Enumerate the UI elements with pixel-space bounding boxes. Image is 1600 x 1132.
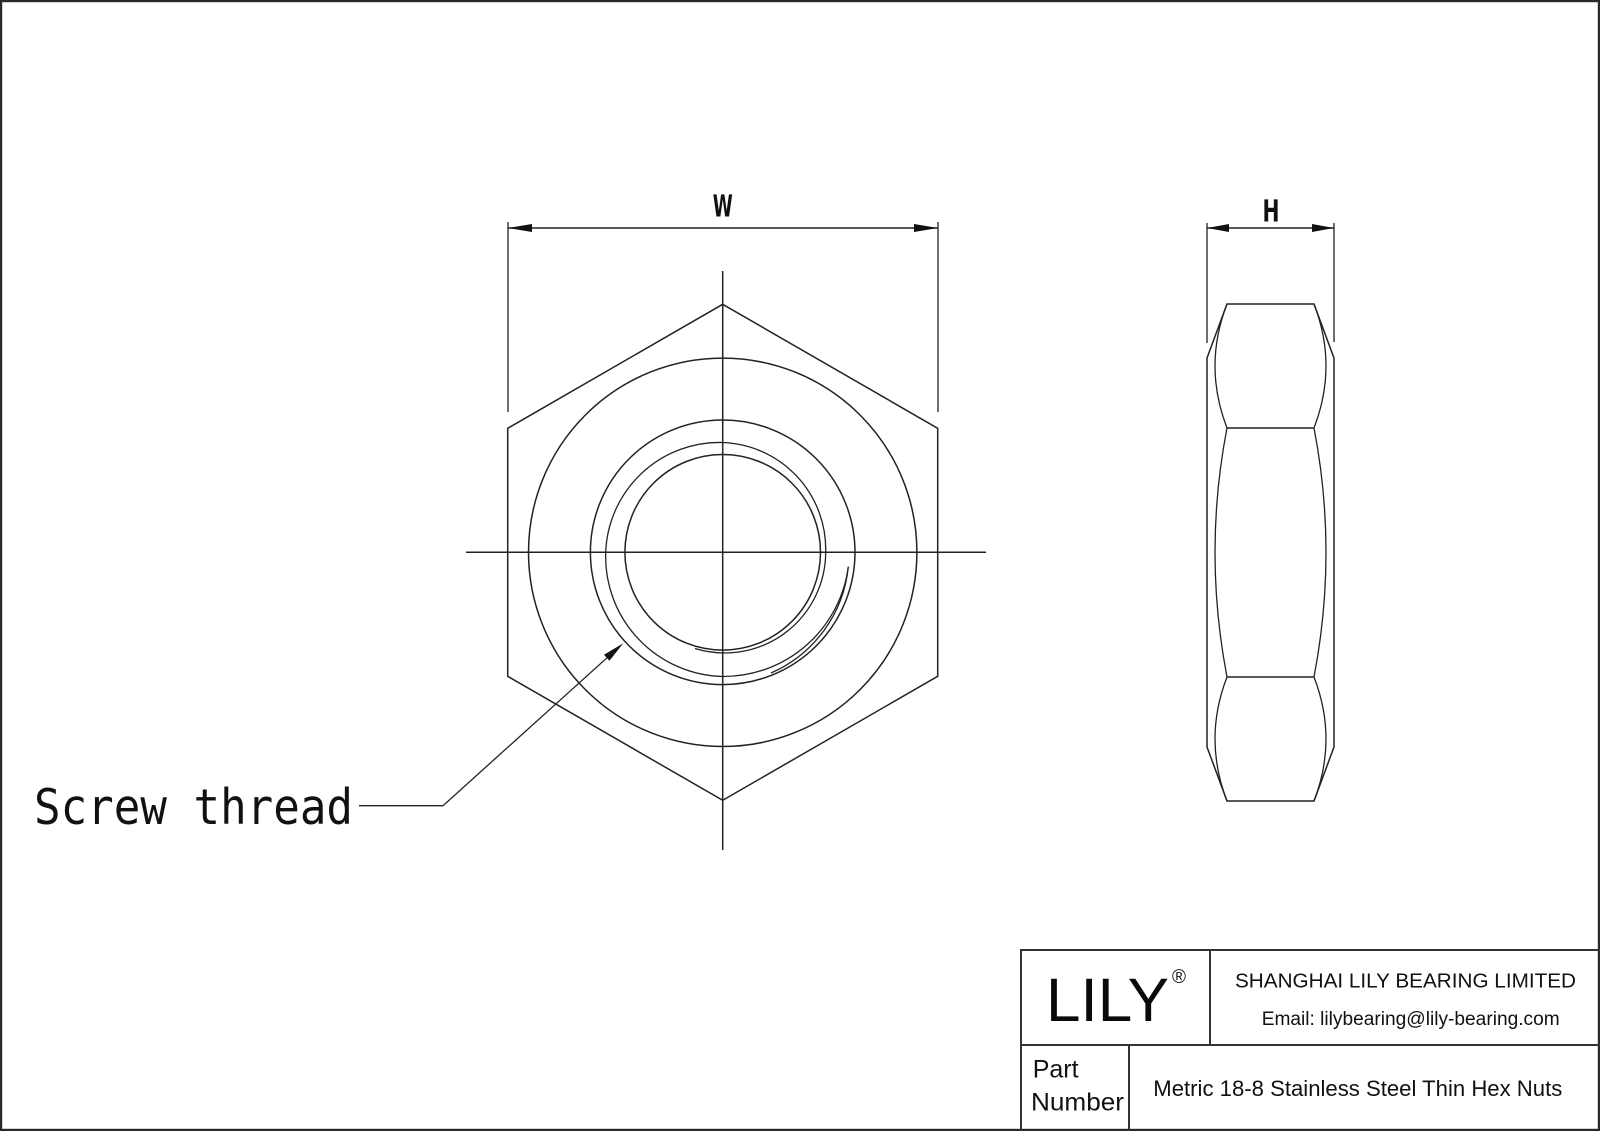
side-chamfer-curves-right: [1313, 303, 1327, 802]
leader-arrow-icon: [604, 643, 624, 661]
callout-label: Screw thread: [34, 779, 353, 836]
screw-thread-callout: Screw thread: [34, 643, 624, 836]
h-dimension-label: H: [1263, 195, 1280, 230]
part-number-value: Metric 18-8 Stainless Steel Thin Hex Nut…: [1153, 1076, 1562, 1101]
w-dimension-label: W: [713, 190, 733, 225]
front-view: [466, 271, 986, 850]
title-block: LILY ® SHANGHAI LILY BEARING LIMITED Ema…: [1020, 949, 1600, 1131]
company-email: Email: lilybearing@lily-bearing.com: [1262, 1009, 1560, 1030]
height-dimension: H: [1206, 195, 1335, 343]
company-name: SHANGHAI LILY BEARING LIMITED: [1235, 969, 1576, 992]
leader-line: [359, 657, 608, 807]
width-dimension: W: [507, 190, 939, 412]
thread-spiral: [605, 441, 849, 678]
h-arrow-left-icon: [1207, 224, 1229, 232]
w-arrow-left-icon: [508, 224, 532, 232]
company-logo: LILY: [1046, 966, 1169, 1034]
part-number-label-line2: Number: [1031, 1089, 1124, 1117]
part-number-label-line1: Part: [1033, 1055, 1079, 1083]
thread-spiral-tail: [770, 566, 849, 674]
registered-trademark-icon: ®: [1172, 967, 1186, 988]
side-chamfer-curves-left: [1214, 303, 1228, 802]
h-arrow-right-icon: [1312, 224, 1334, 232]
w-arrow-right-icon: [914, 224, 938, 232]
side-view: [1206, 303, 1335, 802]
side-profile-outline: [1206, 303, 1335, 802]
